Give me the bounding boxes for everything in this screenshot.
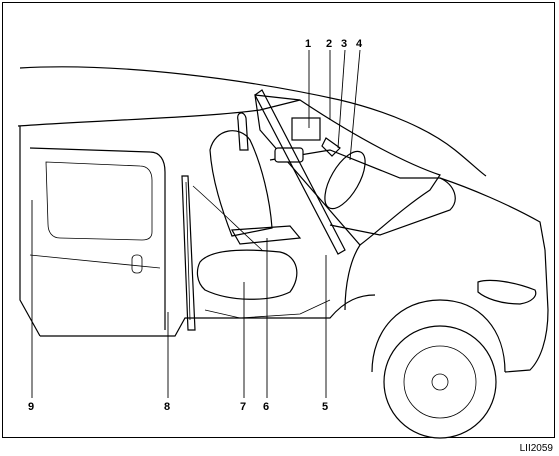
dashboard xyxy=(269,149,456,236)
a-pillar xyxy=(254,89,346,255)
front-wheel xyxy=(383,325,497,439)
seat-cushion xyxy=(196,249,298,300)
overhead-console xyxy=(291,117,321,141)
windshield xyxy=(254,94,441,246)
front-door-outline xyxy=(344,244,361,311)
callout-9: 9 xyxy=(28,401,34,413)
callout-5: 5 xyxy=(322,401,328,413)
callout-6: 6 xyxy=(263,401,269,413)
seatbelt xyxy=(185,181,263,321)
figure-code: LII2059 xyxy=(519,443,553,454)
figure-frame xyxy=(2,2,555,438)
rear-body-edge xyxy=(19,126,41,337)
armrest xyxy=(231,225,302,245)
leader-3 xyxy=(337,49,346,149)
door-handle xyxy=(131,254,143,274)
roof-line xyxy=(19,66,487,177)
callout-4: 4 xyxy=(356,38,363,50)
door-rail xyxy=(29,254,161,269)
steering-wheel xyxy=(324,150,366,210)
callout-8: 8 xyxy=(164,401,170,413)
body-bottom xyxy=(40,294,376,337)
wheel-hub xyxy=(431,373,449,391)
floor xyxy=(204,299,331,319)
leader-4 xyxy=(349,49,361,161)
front-rim xyxy=(403,345,477,419)
callout-2: 2 xyxy=(326,38,332,50)
headrest xyxy=(237,112,249,151)
sun-visor xyxy=(274,147,304,163)
b-pillar xyxy=(181,175,196,331)
headlamp xyxy=(477,279,537,305)
door-window xyxy=(45,161,153,241)
callout-3: 3 xyxy=(341,38,347,50)
callout-1: 1 xyxy=(305,38,311,50)
hood xyxy=(439,177,546,251)
wheel-arch xyxy=(371,299,506,373)
seat-back xyxy=(209,130,273,237)
front-bumper xyxy=(504,249,549,373)
sliding-door xyxy=(29,147,166,330)
rearview-mirror xyxy=(321,137,341,157)
roof-rail xyxy=(17,99,301,127)
callout-7: 7 xyxy=(240,401,246,413)
